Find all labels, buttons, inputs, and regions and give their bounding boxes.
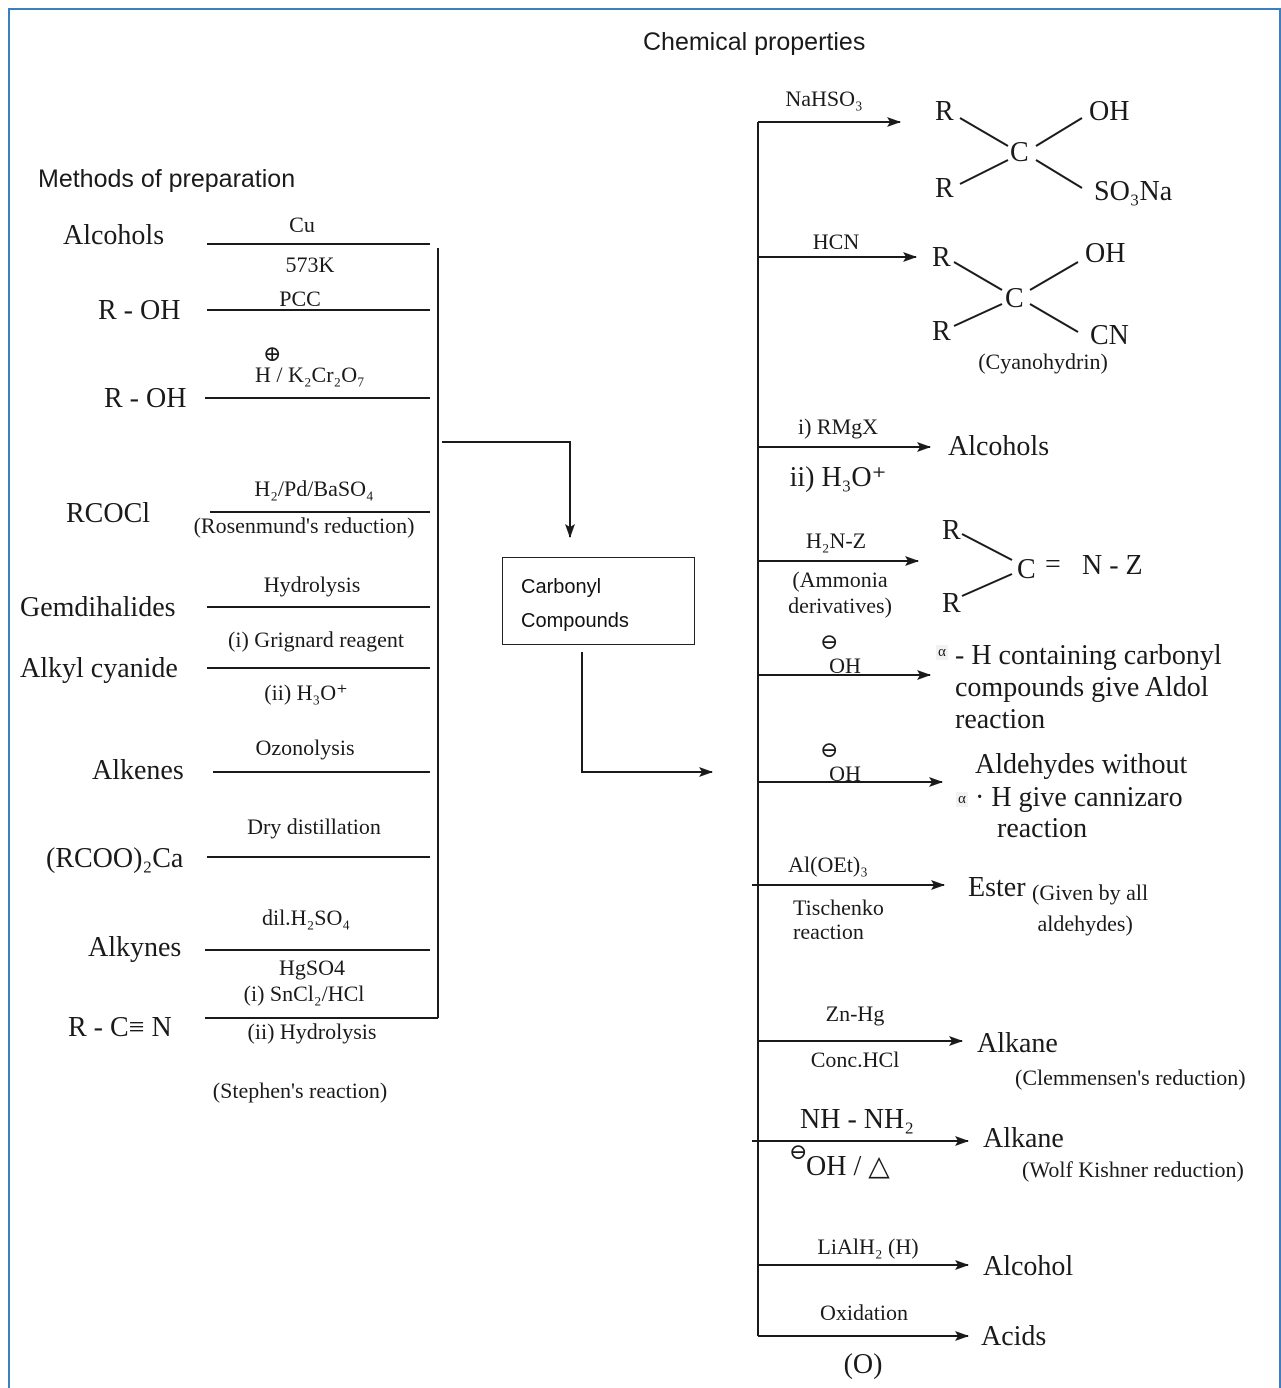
prep-above-5: Hydrolysis — [263, 572, 361, 597]
prep-below-4: (Rosenmund's reduction) — [193, 513, 415, 538]
prep-above-9: dil.H₂SO₄ — [261, 905, 351, 930]
prop-reagent-below-11: (O) — [843, 1349, 883, 1380]
prop4-r1: R — [942, 515, 961, 546]
prop-reagent-6: OH — [829, 761, 861, 786]
prep-above-10: (i) SnCl₂/HCl — [243, 981, 365, 1006]
prop-reagent-below-4: (Ammonia derivatives) — [788, 567, 892, 619]
prop-charge-6: ⊖ — [820, 737, 839, 762]
prop2-g1: OH — [1085, 238, 1126, 269]
prop-reagent-below-9: OH / △ — [806, 1151, 890, 1182]
prop4-r2: R — [942, 588, 961, 619]
prop5-alpha: α — [936, 644, 948, 660]
prep-below-6: (ii) H₃O⁺ — [264, 680, 348, 705]
box-line-2: Compounds — [521, 610, 629, 632]
prop-reagent-9: NH - NH₂ — [800, 1104, 914, 1135]
prep-above-8: Dry distillation — [247, 814, 381, 839]
carbonyl-compounds-box: Carbonyl Compounds — [502, 557, 695, 645]
prep-charge-3: ⊕ — [263, 341, 282, 366]
prop-product-note-8: (Clemmensen's reduction) — [1015, 1065, 1246, 1090]
prop-reagent-below-3: ii) H₃O⁺ — [789, 462, 887, 493]
prep-reactant-5: Gemdihalides — [20, 592, 176, 623]
prop4-tail: N - Z — [1082, 550, 1143, 581]
prep-below-9: HgSO4 — [278, 955, 346, 980]
prep-reactant-9: Alkynes — [88, 932, 182, 963]
bond-hcn-r1 — [953, 261, 1003, 291]
prop1-g2: SO₃Na — [1094, 176, 1173, 207]
bond-hcn-r2 — [953, 303, 1003, 327]
prep-above-7: Ozonolysis — [255, 735, 355, 760]
prep-reactant-7: Alkenes — [92, 755, 184, 786]
prop4-double: = — [1045, 549, 1061, 580]
prop-product-7: Ester — [968, 872, 1026, 903]
prop-product-9: Alkane — [983, 1123, 1064, 1154]
prep-above-1: Cu — [289, 212, 315, 237]
prop-product-8: Alkane — [977, 1028, 1058, 1059]
prep-below-10: (ii) Hydrolysis — [247, 1019, 377, 1044]
prep-above-6: (i) Grignard reagent — [228, 627, 404, 652]
bond-imine-r1 — [961, 533, 1013, 561]
prop-reagent-below-7: Tischenko reaction — [793, 895, 884, 944]
prep-reactant-4: RCOCl — [66, 498, 151, 529]
bond-nahso3-r2 — [959, 159, 1009, 185]
prop-reagent-11: Oxidation — [820, 1300, 908, 1325]
prop-reagent-2: HCN — [812, 229, 860, 254]
prep-reactant-6: Alkyl cyanide — [20, 653, 178, 684]
prep-below-1: 573K — [285, 252, 335, 277]
prop-product-10: Alcohol — [983, 1251, 1074, 1282]
collector-to-box-arrow — [442, 441, 575, 538]
prop2-g2: CN — [1090, 320, 1129, 351]
prop2-r2: R — [932, 316, 951, 347]
prop-product-note-7: (Given by all aldehydes) — [1032, 880, 1149, 936]
prep-reactant-10: R - C≡ N — [68, 1012, 172, 1043]
prop-reagent-10: LiAlH₂ (H) — [817, 1234, 919, 1259]
prop-product-6-line3: reaction — [997, 813, 1088, 844]
prop2-caption: (Cyanohydrin) — [978, 349, 1108, 374]
bond-nahso3-so3na — [1035, 159, 1083, 189]
bond-hcn-cn — [1029, 303, 1079, 333]
bond-imine-r2 — [961, 573, 1013, 597]
chemical-properties-title: Chemical properties — [643, 28, 866, 56]
prop-reagent-5: OH — [829, 653, 861, 678]
prop-reagent-3: i) RMgX — [797, 414, 879, 439]
prep-reactant-1: Alcohols — [63, 220, 165, 251]
prop-reagent-below-8: Conc.HCl — [810, 1047, 900, 1072]
bond-nahso3-r1 — [959, 117, 1009, 147]
prop-product-6-line2: · H give cannizaro — [975, 782, 1183, 813]
methods-title: Methods of preparation — [38, 165, 296, 193]
prop-product-note-9: (Wolf Kishner reduction) — [1022, 1157, 1244, 1182]
prep-reactant-3: R - OH — [104, 383, 187, 414]
prop-reagent-7: Al(OEt)₃ — [788, 852, 868, 877]
bond-hcn-oh — [1029, 261, 1079, 291]
prop-product-6-line1: Aldehydes without — [975, 749, 1188, 780]
prep-above-2: PCC — [279, 286, 321, 311]
prep-note-10: (Stephen's reaction) — [212, 1078, 388, 1103]
prop-reagent-4: H₂N-Z — [805, 528, 867, 553]
prop-product-5: - H containing carbonyl compounds give A… — [955, 640, 1222, 735]
prop-product-3: Alcohols — [948, 431, 1050, 462]
prop2-center: C — [1005, 283, 1024, 314]
prop1-r2: R — [935, 173, 954, 204]
bond-nahso3-oh — [1035, 117, 1083, 147]
prep-reactant-2: R - OH — [98, 295, 181, 326]
prop1-r1: R — [935, 96, 954, 127]
prop4-center: C — [1017, 554, 1036, 585]
box-to-properties-arrow — [581, 652, 713, 777]
prop-charge-5: ⊖ — [820, 629, 839, 654]
prep-reactant-8: (RCOO)₂Ca — [46, 843, 184, 874]
prop1-g1: OH — [1089, 96, 1130, 127]
prop-charge-9: ⊖ — [789, 1139, 808, 1164]
prop6-alpha: α — [956, 791, 968, 807]
diagram-frame — [8, 8, 1281, 1388]
prop2-r1: R — [932, 242, 951, 273]
prop-product-11: Acids — [981, 1321, 1047, 1352]
prop1-center: C — [1010, 137, 1029, 168]
prop-reagent-8: Zn-Hg — [825, 1001, 885, 1026]
prep-above-3: H / K₂Cr₂O₇ — [255, 362, 365, 387]
prep-above-4: H₂/Pd/BaSO₄ — [254, 476, 374, 501]
prop-reagent-1: NaHSO₃ — [785, 86, 863, 111]
box-line-1: Carbonyl — [521, 576, 602, 598]
